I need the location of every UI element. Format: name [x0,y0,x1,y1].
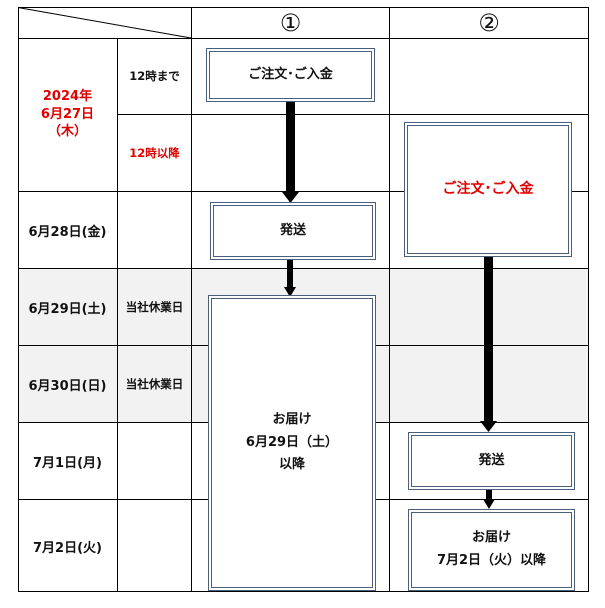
flow1-delivery-box: お届け 6月29日（土） 以降 [211,298,373,588]
time-after-noon: 12時以降 [129,146,180,160]
flow2-arrow-ship-to-delivery-head [483,499,495,509]
flow2-ship-box: 発送 [411,435,572,487]
flow1-arrow-order-to-ship-head [282,192,299,203]
date-jun29: 6月29日(土) [28,301,107,317]
header-diagonal [17,7,192,39]
holiday-label-jun30: 当社休業日 [125,377,184,391]
date-jul1: 7月1日(月) [33,455,102,471]
flow1-arrow-ship-to-delivery-head [284,287,296,297]
flow1-arrow-ship-to-delivery-shaft [287,258,293,288]
flow2-order-box: ご注文･ご入金 [407,125,569,254]
column-header-2: ② [478,8,500,37]
time-until-noon: 12時まで [129,69,180,83]
column-header-1: ① [279,8,302,37]
flow1-ship-box: 発送 [213,205,373,257]
flow1-arrow-order-to-ship-shaft [286,101,295,193]
flow2-arrow-order-to-ship-head [480,421,497,432]
date-jun27: 2024年 6月27日 （木） [40,89,95,140]
holiday-label-jun29: 当社休業日 [125,300,184,314]
date-jul2: 7月2日(火) [33,540,102,556]
date-jun30: 6月30日(日) [28,378,107,394]
date-jun28: 6月28日(金) [28,224,107,240]
flow2-arrow-order-to-ship-shaft [484,255,493,422]
flow2-arrow-ship-to-delivery-shaft [486,488,492,500]
flow2-delivery-box: お届け 7月2日（火）以降 [411,512,572,588]
flow1-order-box: ご注文･ご入金 [209,51,372,99]
